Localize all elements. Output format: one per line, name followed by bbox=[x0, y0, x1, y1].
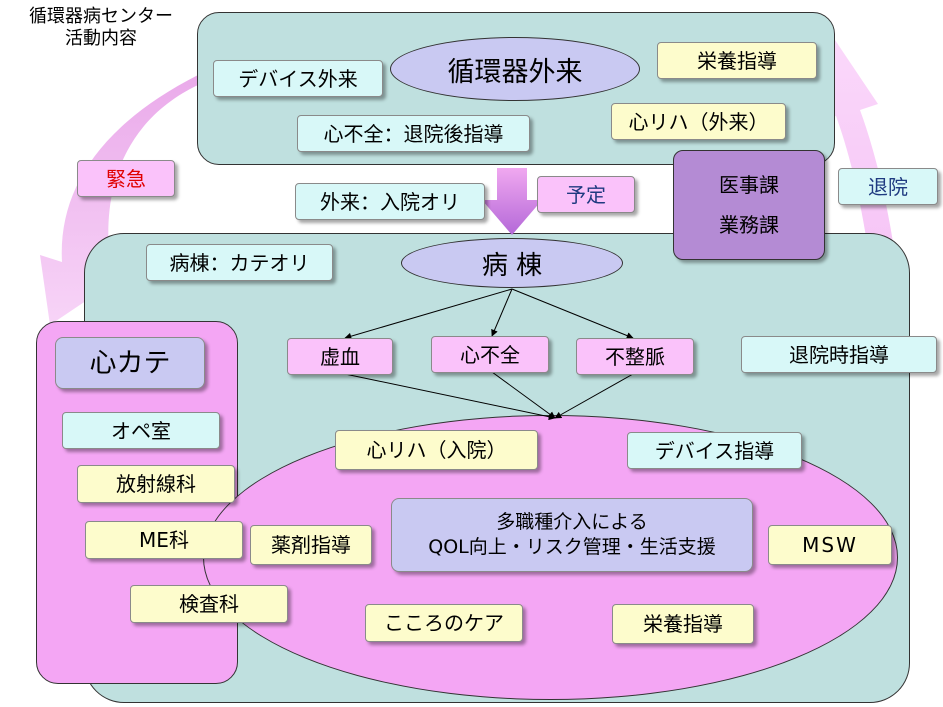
cardiac-rehab-outpatient-label: 心リハ（外来） bbox=[628, 109, 769, 134]
emergency-label: 緊急 bbox=[106, 166, 146, 191]
operating-room-label: オペ室 bbox=[111, 418, 171, 443]
operations-label: 業務課 bbox=[719, 213, 779, 237]
discharge-guidance-label: 退院時指導 bbox=[789, 342, 889, 367]
pharmacy-guidance-box: 薬剤指導 bbox=[250, 525, 372, 565]
outpatient-admission-orientation-box: 外来：入院オリ bbox=[295, 183, 485, 220]
cath-heading: 心カテ bbox=[89, 347, 171, 379]
scheduled-label: 予定 bbox=[566, 182, 606, 207]
device-outpatient-box: デバイス外来 bbox=[213, 60, 383, 97]
discharge-guidance-box: 退院時指導 bbox=[741, 336, 937, 373]
emergency-label-box: 緊急 bbox=[77, 160, 175, 197]
cardiac-rehab-inpatient-label: 心リハ（入院） bbox=[366, 438, 507, 462]
laboratory-box: 検査科 bbox=[130, 585, 288, 623]
cardiac-rehab-outpatient-box: 心リハ（外来） bbox=[611, 103, 786, 140]
outpatient-nutrition-label: 栄養指導 bbox=[697, 48, 777, 73]
cardiac-rehab-inpatient-box: 心リハ（入院） bbox=[335, 430, 538, 470]
outpatient-heading: 循環器外来 bbox=[447, 56, 583, 88]
discharge-label-box: 退院 bbox=[838, 168, 938, 205]
scheduled-label-box: 予定 bbox=[537, 176, 635, 213]
heart-failure-box: 心不全 bbox=[431, 336, 549, 373]
connector-ischemia-to-care bbox=[344, 373, 556, 421]
connector-heart-failure-to-care bbox=[491, 371, 556, 419]
page-title-line-1: 循環器病センター bbox=[29, 6, 173, 27]
discharge-label: 退院 bbox=[868, 174, 908, 199]
mental-care-label: こころのケア bbox=[384, 611, 504, 635]
emergency-flow-arrow bbox=[40, 75, 198, 325]
device-guidance-box: デバイス指導 bbox=[627, 432, 802, 469]
msw-label: MSW bbox=[802, 533, 858, 557]
arrhythmia-box: 不整脈 bbox=[576, 338, 694, 375]
page-title: 循環器病センター 活動内容 bbox=[6, 6, 196, 50]
outpatient-nutrition-box: 栄養指導 bbox=[657, 42, 817, 79]
mental-care-box: こころのケア bbox=[365, 604, 523, 642]
multidisciplinary-box: 多職種介入による QOL向上・リスク管理・生活支援 bbox=[391, 498, 753, 572]
multidisciplinary-line-2: QOL向上・リスク管理・生活支援 bbox=[428, 536, 716, 558]
ward-heading: 病 棟 bbox=[481, 250, 543, 281]
outpatient-heading-ellipse: 循環器外来 bbox=[390, 37, 640, 101]
ward-heading-ellipse: 病 棟 bbox=[401, 238, 623, 288]
device-outpatient-label: デバイス外来 bbox=[238, 66, 358, 91]
connector-arrhythmia-to-care bbox=[554, 373, 634, 419]
me-department-label: ME科 bbox=[139, 528, 189, 552]
arrhythmia-label: 不整脈 bbox=[605, 344, 665, 369]
heart-failure-post-discharge-label: 心不全：退院後指導 bbox=[323, 121, 504, 146]
connector-ward-to-ischemia bbox=[344, 288, 513, 340]
msw-box: MSW bbox=[768, 525, 892, 565]
admission-down-arrow bbox=[482, 168, 542, 235]
ischemia-box: 虚血 bbox=[287, 338, 393, 375]
ward-nutrition-box: 栄養指導 bbox=[612, 604, 754, 644]
ward-catheter-orientation-label: 病棟：カテオリ bbox=[169, 250, 310, 275]
laboratory-label: 検査科 bbox=[179, 592, 239, 616]
ischemia-label: 虚血 bbox=[320, 344, 360, 369]
medical-affairs-label: 医事課 bbox=[719, 173, 779, 197]
ward-catheter-orientation-box: 病棟：カテオリ bbox=[146, 244, 333, 281]
pharmacy-guidance-label: 薬剤指導 bbox=[271, 533, 351, 557]
heart-failure-label: 心不全 bbox=[460, 342, 520, 367]
radiology-box: 放射線科 bbox=[77, 465, 235, 503]
device-guidance-label: デバイス指導 bbox=[654, 438, 775, 463]
page-title-line-2: 活動内容 bbox=[65, 27, 137, 49]
connector-ward-to-arrhythmia bbox=[511, 288, 634, 339]
cath-heading-box: 心カテ bbox=[55, 337, 205, 389]
multidisciplinary-line-1: 多職種介入による bbox=[496, 511, 648, 534]
operating-room-box: オペ室 bbox=[62, 412, 220, 449]
connector-ward-to-heart-failure bbox=[491, 288, 513, 337]
admin-departments-box: 医事課 業務課 bbox=[673, 150, 825, 260]
outpatient-admission-orientation-label: 外来：入院オリ bbox=[320, 189, 460, 214]
me-department-box: ME科 bbox=[85, 521, 243, 559]
radiology-label: 放射線科 bbox=[116, 472, 196, 496]
heart-failure-post-discharge-box: 心不全：退院後指導 bbox=[297, 115, 530, 152]
ward-nutrition-label: 栄養指導 bbox=[643, 612, 723, 636]
